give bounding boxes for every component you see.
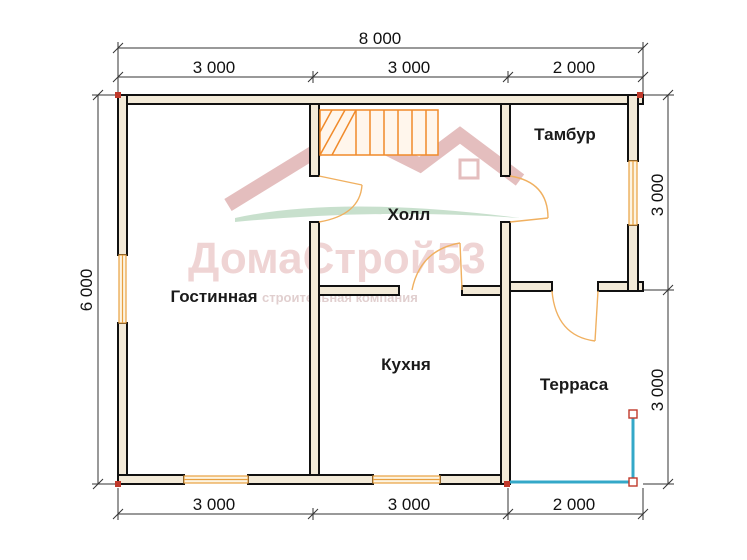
door-kitchen-leaf: [459, 242, 463, 291]
wall-tambur-bottom-right: [597, 281, 644, 292]
dim-top-total: 8 000: [359, 29, 402, 48]
watermark: ДомаСтрой53 строительная компания: [188, 121, 525, 305]
watermark-green-swoosh: [235, 206, 520, 222]
dim-top-segment-2: 3 000: [388, 58, 431, 77]
stairs-outline: [319, 109, 439, 156]
dim-top-segment-1: 3 000: [193, 58, 236, 77]
door-tambur-arc: [509, 175, 549, 219]
wall-hall-kitchen-right: [461, 285, 502, 296]
room-label-gostinaya: Гостинная: [170, 287, 257, 306]
terrace-rail: [510, 409, 638, 487]
wall-bottom-left: [117, 474, 185, 485]
corner-post: [504, 481, 510, 487]
wall-hall-kitchen-left: [318, 285, 400, 296]
corner-post: [115, 481, 121, 487]
door-kitchen-arc: [411, 242, 461, 291]
dimension-lines: [92, 42, 674, 520]
wall-top: [117, 94, 644, 105]
wall-interior-left-lower: [309, 221, 320, 476]
wall-right-lower: [627, 224, 639, 292]
wall-left-lower: [117, 322, 128, 485]
dim-right-segment-2: 3 000: [648, 369, 667, 412]
dim-top-segment-3: 2 000: [553, 58, 596, 77]
dim-right-segment-1: 3 000: [648, 174, 667, 217]
room-label-tambur: Тамбур: [534, 125, 596, 144]
doors: [318, 175, 599, 342]
dim-bottom-segment-1: 3 000: [193, 495, 236, 514]
stairs: [319, 109, 439, 156]
door-terrace-arc: [551, 290, 596, 342]
wall-tambur-bottom-left: [509, 281, 553, 292]
dim-bottom-segment-2: 3 000: [388, 495, 431, 514]
corner-posts: [115, 92, 643, 487]
corner-post: [637, 92, 643, 98]
dim-bottom-segment-3: 2 000: [553, 495, 596, 514]
room-label-terrasa: Терраса: [540, 375, 609, 394]
door-living-arc: [318, 184, 363, 223]
dim-left-total: 6 000: [77, 269, 96, 312]
corner-post: [115, 92, 121, 98]
door-living-leaf: [318, 175, 363, 186]
room-label-kuhnya: Кухня: [381, 355, 431, 374]
rail-post: [628, 477, 638, 487]
wall-right-upper: [627, 94, 639, 162]
wall-bottom-mid-left: [247, 474, 374, 485]
wall-interior-right-lower: [500, 221, 511, 485]
wall-left-upper: [117, 94, 128, 256]
wall-interior-right-upper: [500, 103, 511, 177]
room-label-holl: Холл: [388, 205, 431, 224]
wall-bottom-mid-right: [439, 474, 509, 485]
wall-interior-left-upper: [309, 103, 320, 177]
watermark-brand: ДомаСтрой53: [188, 234, 486, 283]
watermark-window-icon: [458, 158, 480, 180]
rail-post: [628, 409, 638, 419]
windows: [118, 160, 638, 484]
door-terrace-leaf: [594, 290, 599, 342]
door-tambur-leaf: [509, 217, 549, 223]
